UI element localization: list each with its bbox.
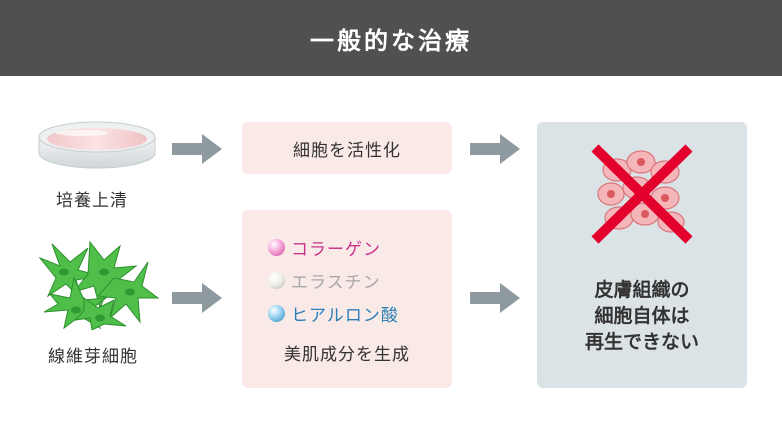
arrow-icon-top-right: [470, 134, 520, 164]
component-hyaluronic-acid: ヒアルロン酸: [268, 301, 399, 326]
result-line-3: 再生できない: [584, 331, 699, 353]
page-title: 一般的な治療: [310, 26, 472, 55]
result-line-2: 細胞自体は: [594, 305, 690, 327]
header-bar: 一般的な治療: [0, 0, 782, 76]
fibroblast-label: 線維芽細胞: [48, 347, 138, 367]
arrow-icon-bottom-right: [470, 283, 520, 313]
white-bead-icon: [268, 272, 285, 289]
component-collagen: コラーゲン: [268, 235, 381, 260]
cell-activation-text: 細胞を活性化: [293, 140, 401, 161]
component-collagen-text: コラーゲン: [291, 240, 381, 260]
culture-supernatant-label: 培養上清: [56, 191, 128, 211]
component-elastin: エラスチン: [268, 268, 381, 293]
pink-bead-icon: [268, 239, 285, 256]
component-elastin-text: エラスチン: [291, 273, 381, 293]
result-line-1: 皮膚組織の: [594, 279, 690, 301]
cell-activation-box: 細胞を活性化: [242, 122, 452, 174]
arrow-icon-top-left: [172, 134, 222, 164]
result-text: 皮膚組織の 細胞自体は 再生できない: [537, 277, 747, 355]
blue-bead-icon: [268, 305, 285, 322]
arrow-icon-bottom-left: [172, 283, 222, 313]
component-hyaluronic-text: ヒアルロン酸: [291, 306, 399, 326]
beauty-components-caption: 美肌成分を生成: [284, 345, 410, 365]
result-box: 皮膚組織の 細胞自体は 再生できない: [537, 122, 747, 388]
crossed-out-cells-icon: [591, 144, 693, 244]
petri-dish-icon: [38, 121, 156, 169]
fibroblast-cells-icon: [38, 240, 160, 330]
